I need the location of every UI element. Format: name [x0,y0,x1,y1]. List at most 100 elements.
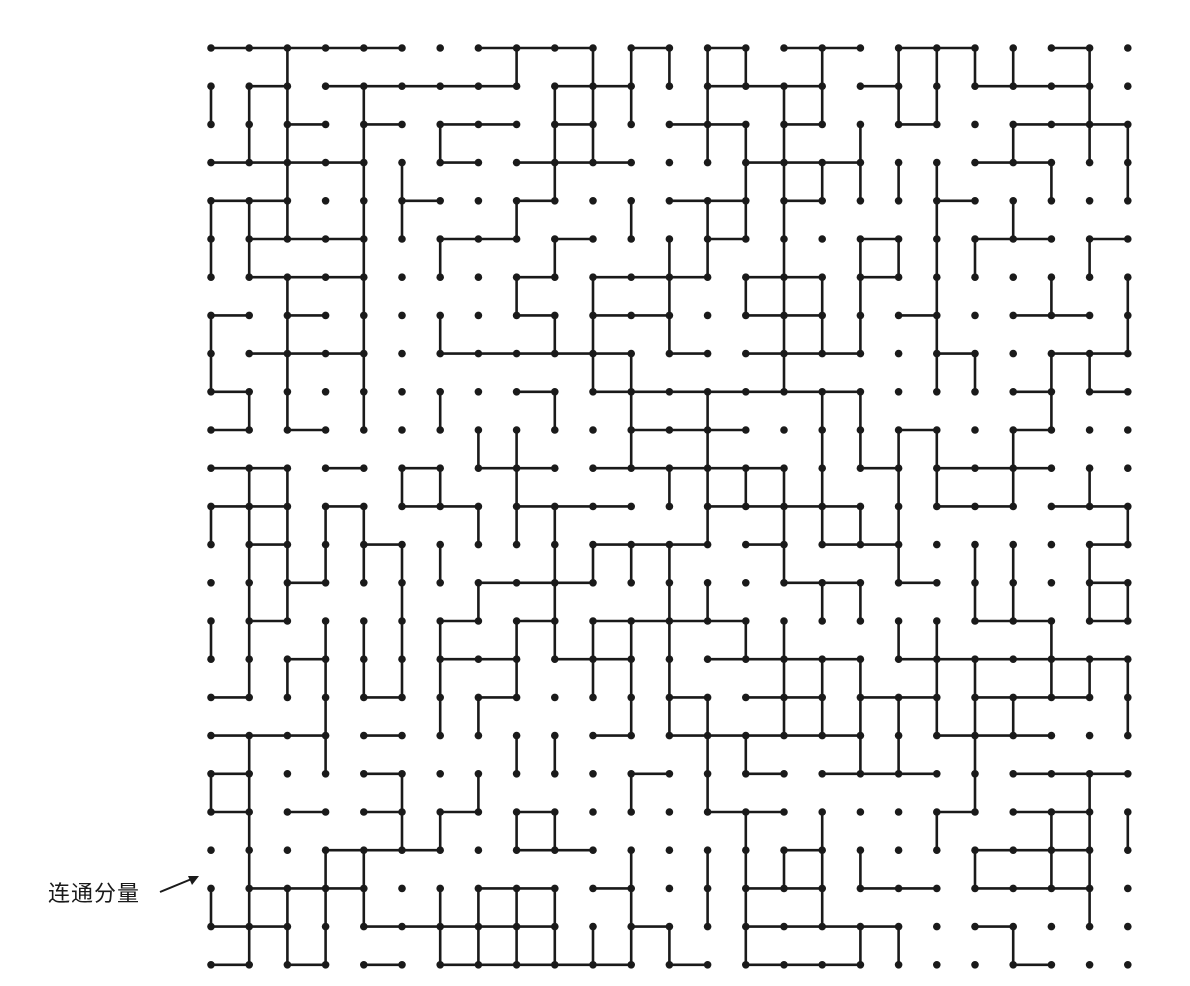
graph-node [207,693,215,702]
graph-node [474,922,483,931]
graph-node [742,388,750,396]
graph-node [818,502,826,511]
graph-node [1124,617,1132,625]
graph-node [283,197,292,205]
graph-node [283,731,292,740]
graph-node [627,770,635,778]
graph-node [436,235,445,243]
graph-node [207,120,215,129]
graph-node [512,731,521,740]
graph-node [780,82,788,90]
graph-node [436,82,445,90]
graph-node [436,273,445,282]
graph-node [742,617,750,625]
graph-node [742,44,750,52]
graph-node [283,158,292,167]
graph-node [436,922,445,931]
graph-node [856,464,865,473]
graph-node [1009,197,1017,205]
graph-node [245,961,253,969]
graph-node [245,540,253,549]
graph-node [360,770,368,778]
graph-node [283,426,292,434]
graph-node [665,617,674,625]
graph-node [207,884,215,893]
graph-node [398,884,406,893]
graph-node [894,349,903,358]
graph-node [742,655,750,663]
graph-node [360,922,368,931]
graph-node [512,617,521,625]
graph-node [551,731,559,740]
graph-node [665,349,674,358]
graph-node [589,311,597,320]
graph-node [1047,961,1056,969]
graph-node [360,426,368,434]
graph-node [742,922,750,931]
graph-node [1047,82,1056,90]
graph-node [283,82,292,90]
graph-node [818,120,826,129]
graph-node [321,770,330,778]
graph-node [703,693,712,702]
graph-node [1009,655,1017,663]
graph-node [780,502,788,511]
graph-node [1085,693,1094,702]
graph-node [933,197,941,205]
graph-node [283,846,292,854]
graph-node [665,540,674,549]
graph-node [512,464,521,473]
graph-node [818,579,826,587]
graph-node [933,120,941,129]
graph-node [1047,158,1056,167]
graph-node [245,502,253,511]
graph-node [1009,884,1017,893]
graph-node [627,388,635,396]
graph-node [360,158,368,167]
graph-node [321,197,330,205]
graph-node [856,197,865,205]
graph-node [703,426,712,434]
graph-node [283,655,292,663]
graph-node [207,961,215,969]
graph-node [894,82,903,90]
graph-node [1009,44,1017,52]
graph-node [321,82,330,90]
graph-node [1124,426,1132,434]
graph-node [589,273,597,282]
graph-node [589,617,597,625]
graph-node [207,235,215,243]
graph-node [1047,922,1056,931]
graph-node [1047,770,1056,778]
graph-node [398,120,406,129]
graph-node [780,884,788,893]
graph-node [360,120,368,129]
graph-node [436,349,445,358]
graph-node [665,846,674,854]
graph-node [856,540,865,549]
graph-node [856,311,865,320]
graph-node [1009,82,1017,90]
graph-node [627,846,635,854]
graph-node [703,502,712,511]
graph-node [703,44,712,52]
graph-node [245,579,253,587]
graph-node [398,197,406,205]
graph-node [436,846,445,854]
graph-node [971,311,979,320]
graph-node [589,426,597,434]
graph-node [818,349,826,358]
graph-node [1124,464,1132,473]
graph-node [551,540,559,549]
graph-node [474,273,483,282]
graph-node [1085,655,1094,663]
graph-node [321,426,330,434]
graph-node [283,273,292,282]
graph-node [818,922,826,931]
graph-node [589,388,597,396]
graph-node [474,808,483,816]
graph-node [1085,464,1094,473]
graph-node [665,82,674,90]
graph-node [933,655,941,663]
graph-node [894,884,903,893]
